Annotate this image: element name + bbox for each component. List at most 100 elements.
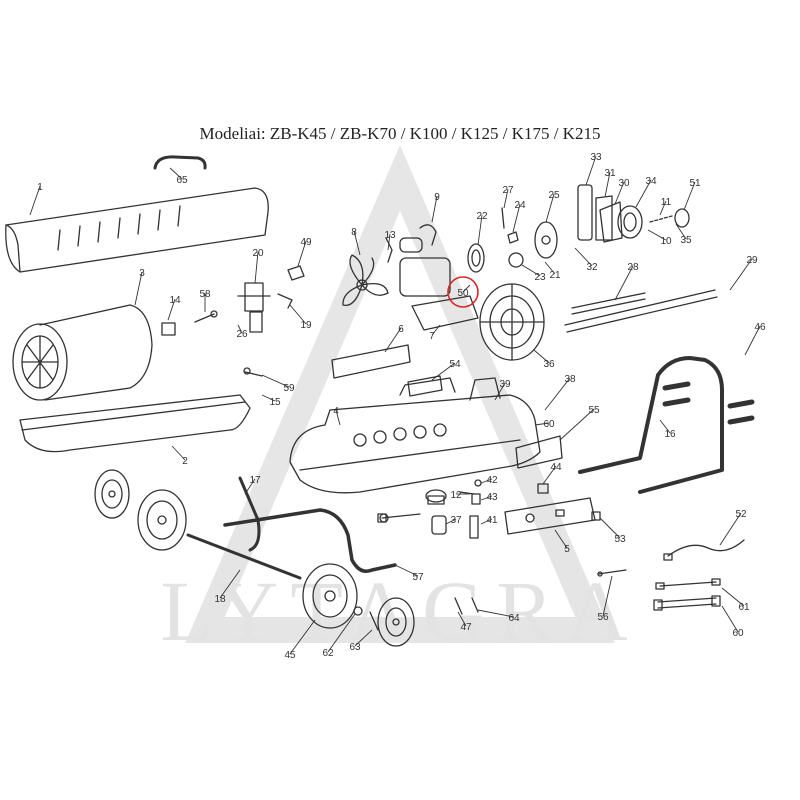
part-combustion-chamber-3 [12,304,153,401]
leader-line-50 [462,284,471,293]
part-number-16: 16 [664,429,676,440]
part-51 [674,208,690,228]
part-screw-47 [454,597,463,615]
part-number-21: 21 [549,270,561,281]
part-number-14: 14 [169,295,181,306]
leader-line-32 [574,247,593,267]
part-small-58 [194,310,218,323]
leader-line-27 [503,188,509,209]
part-number-39: 39 [499,379,511,390]
part-number-15: 15 [269,397,281,408]
leader-line-44 [542,465,557,485]
part-number-46: 46 [754,322,766,333]
part-number-35: 35 [680,235,692,246]
part-bracket-9 [419,224,437,246]
part-number-63: 63 [349,642,361,653]
watermark: LYTAGRA [160,145,628,659]
leader-line-42 [480,478,493,484]
part-fan-blade-8 [342,254,389,306]
part-block-20 [237,282,271,333]
part-number-60: 60 [732,628,744,639]
part-screw-13 [385,237,393,263]
part-54 [407,375,443,397]
part-number-17: 17 [249,475,261,486]
part-number-31: 31 [604,168,616,179]
part-number-57: 57 [412,572,424,583]
part-number-65: 65 [176,175,188,186]
leader-line-21 [544,261,556,275]
leader-line-4 [335,409,341,426]
part-small-23 [508,252,524,268]
leader-line-64 [477,609,515,618]
part-number-1: 1 [37,182,43,193]
part-ring-22 [467,243,485,273]
leader-line-6 [384,327,402,353]
part-number-52: 52 [735,509,747,520]
leader-line-37 [445,518,457,525]
part-small-59 [243,367,263,377]
part-41 [469,515,479,539]
part-number-37: 37 [450,515,462,526]
part-number-7: 7 [429,331,435,342]
part-harness-60 [653,595,721,611]
part-number-56: 56 [597,612,609,623]
part-number-34: 34 [645,176,657,187]
part-small-27 [501,207,505,229]
leader-line-13 [387,233,391,251]
leader-line-45 [289,619,316,655]
part-number-8: 8 [351,227,357,238]
part-number-47: 47 [460,622,472,633]
leader-line-23 [521,264,541,277]
part-wheel-small-left [94,469,130,519]
part-34 [617,205,643,239]
leader-line-47 [457,611,467,627]
part-number-28: 28 [627,262,639,273]
leader-line-16 [659,419,671,434]
part-number-13: 13 [384,230,396,241]
part-number-42: 42 [486,475,498,486]
part-42 [474,479,482,487]
part-small-19 [277,293,293,309]
part-number-29: 29 [746,255,758,266]
leader-line-60 [721,605,739,633]
part-number-22: 22 [476,211,488,222]
part-number-41: 41 [486,515,498,526]
highlight-circle-50 [447,276,479,308]
part-disc-25 [534,221,558,259]
part-number-24: 24 [514,200,526,211]
leader-line-57 [394,564,419,577]
leader-line-63 [354,629,373,647]
leader-line-38 [544,377,571,411]
leader-line-28 [614,265,634,301]
leader-line-24 [512,203,521,233]
part-number-64: 64 [508,613,520,624]
leader-line-41 [480,518,493,525]
part-number-25: 25 [548,190,560,201]
leader-line-15 [261,394,276,402]
leader-line-3 [134,271,143,306]
leader-line-46 [744,325,761,356]
part-lower-shell-2 [19,394,251,453]
part-number-50: 50 [457,288,469,299]
part-number-18: 18 [214,594,226,605]
part-31 [595,195,613,241]
part-cable-52 [663,539,745,561]
part-11-spring [649,215,673,223]
part-number-60: 60 [543,419,555,430]
leader-line-53 [599,517,621,539]
leader-line-18 [219,569,241,599]
part-number-59: 59 [283,383,295,394]
watermark-triangle-logo [185,145,615,643]
part-number-32: 32 [586,262,598,273]
part-number-12: 12 [450,490,462,501]
part-number-10: 10 [660,236,672,247]
part-number-51: 51 [689,178,701,189]
part-rod-28 [571,292,646,315]
part-30 [599,201,623,243]
leader-line-31 [604,171,611,198]
leader-line-34 [635,179,652,208]
part-harness-61 [655,578,721,590]
part-axle-18 [186,533,302,580]
part-small-24 [507,231,519,244]
